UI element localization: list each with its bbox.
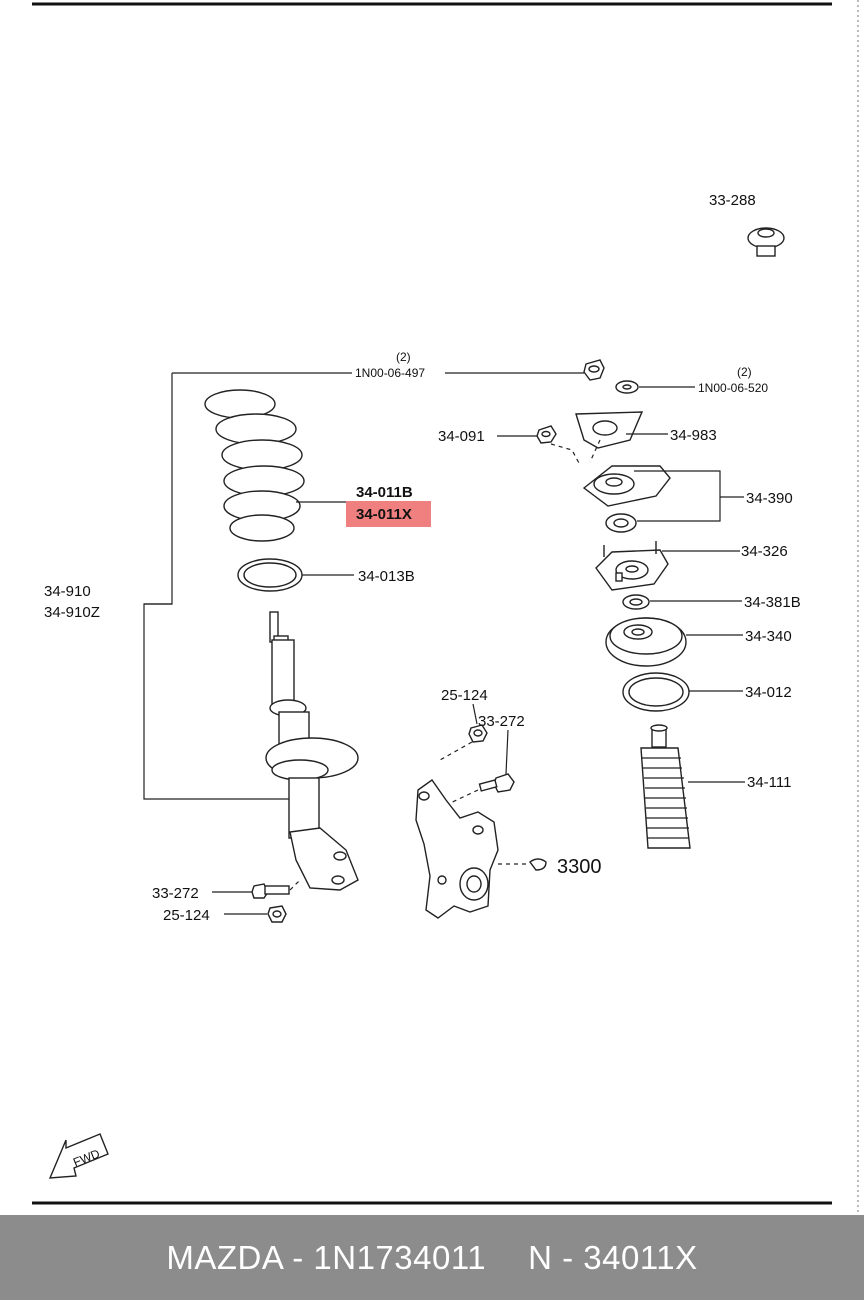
dust-boot-part — [640, 724, 691, 849]
label-spring-insulator: 34-013B — [358, 568, 415, 585]
label-bearing: 34-381B — [744, 594, 801, 611]
strut-bolt-part — [251, 883, 290, 899]
label-washer-code: 1N00-06-520 — [698, 381, 768, 395]
label-spring-seat: 34-340 — [745, 628, 792, 645]
label-knuckle: 3300 — [557, 856, 602, 878]
spring-insulator-part — [237, 558, 303, 592]
label-qty-washer: (2) — [737, 365, 752, 379]
label-nut-top-code: 1N00-06-497 — [355, 366, 425, 380]
label-knuckle-bolt: 33-272 — [478, 713, 525, 730]
label-seat-rubber: 34-012 — [745, 684, 792, 701]
label-nut-mount: 34-091 — [438, 428, 485, 445]
label-strut-nut: 25-124 — [163, 907, 210, 924]
label-strut-a: 34-910 — [44, 583, 91, 600]
mount-nut-part — [536, 425, 557, 444]
label-dust-boot: 34-111 — [747, 774, 791, 791]
highlight-box-spring-x — [346, 501, 431, 527]
steering-knuckle-part — [415, 779, 499, 919]
footer-brand-part-number: MAZDA - 1N1734011 — [166, 1238, 487, 1276]
label-strut-b: 34-910Z — [44, 604, 100, 621]
exploded-parts-diagram: 33-288 (2) 1N00-06-497 (2) 1N00-06-520 3… — [32, 0, 859, 1215]
shock-absorber-part — [265, 611, 359, 891]
label-strut-bolt: 33-272 — [152, 885, 199, 902]
knuckle-nut-part — [468, 724, 488, 743]
label-spring-x: 34-011X — [356, 506, 412, 523]
footer-bar: MAZDA - 1N1734011 N - 34011X — [0, 1215, 864, 1300]
label-qty-nut-top: (2) — [396, 350, 411, 364]
label-upper-mount: 34-326 — [741, 543, 788, 560]
label-spring-b: 34-011B — [356, 484, 413, 501]
label-knuckle-nut: 25-124 — [441, 687, 488, 704]
spring-seat-part — [605, 617, 687, 667]
coil-spring-part — [204, 389, 305, 542]
label-bump-stop: 33-288 — [709, 192, 756, 209]
upper-mount-part — [595, 541, 669, 591]
bump-stop-part — [747, 227, 785, 257]
top-washer-part — [615, 380, 639, 394]
top-nut-part — [583, 359, 605, 381]
strut-nut-part — [267, 905, 287, 923]
knuckle-bolt-part — [478, 773, 515, 793]
mount-assy-part — [582, 465, 671, 533]
label-plate: 34-983 — [670, 427, 717, 444]
label-mount-assy: 34-390 — [746, 490, 793, 507]
footer-ref-number: N - 34011X — [528, 1238, 698, 1276]
bearing-part — [622, 594, 650, 610]
fwd-arrow-icon — [48, 1133, 109, 1179]
plate-part — [575, 411, 644, 463]
seat-rubber-part — [622, 672, 690, 712]
